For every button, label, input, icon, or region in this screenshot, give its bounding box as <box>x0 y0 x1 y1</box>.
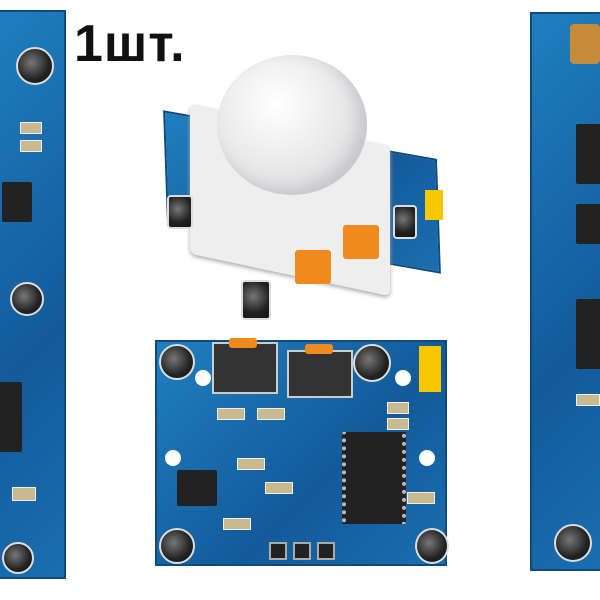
right-board-side-view <box>530 12 600 571</box>
capacitor <box>2 542 34 574</box>
chip <box>576 204 600 244</box>
potentiometer <box>287 350 353 398</box>
smd-component <box>12 487 36 501</box>
jumper <box>419 346 441 392</box>
capacitor <box>159 344 195 380</box>
potentiometer <box>570 24 600 64</box>
potentiometer <box>212 342 278 394</box>
header-pin <box>317 542 335 560</box>
smd-component <box>387 402 409 414</box>
smd-component <box>407 492 435 504</box>
smd-component <box>265 482 293 494</box>
mounting-hole <box>419 450 435 466</box>
capacitor <box>16 47 54 85</box>
smd-component <box>20 140 42 152</box>
header-pin <box>293 542 311 560</box>
capacitor <box>159 528 195 564</box>
quantity-label: 1шт. <box>74 15 186 73</box>
smd-component <box>257 408 285 420</box>
potentiometer <box>295 250 331 284</box>
voltage-regulator <box>177 470 217 506</box>
capacitor <box>393 205 417 239</box>
smd-component <box>217 408 245 420</box>
chip <box>2 182 32 222</box>
smd-component <box>237 458 265 470</box>
chip <box>576 299 600 369</box>
left-board-side-view <box>0 10 66 579</box>
ic-chip <box>342 432 406 524</box>
mounting-hole <box>165 450 181 466</box>
potentiometer <box>343 225 379 259</box>
jumper <box>425 190 443 220</box>
chip <box>0 382 22 452</box>
potentiometer-knob <box>229 338 257 348</box>
capacitor <box>167 195 193 229</box>
capacitor <box>353 344 391 382</box>
smd-component <box>20 122 42 134</box>
chip <box>576 124 600 184</box>
potentiometer-knob <box>305 344 333 354</box>
smd-component <box>387 418 409 430</box>
capacitor <box>241 280 271 320</box>
capacitor <box>10 282 44 316</box>
header-pin <box>269 542 287 560</box>
capacitor <box>554 524 592 562</box>
mounting-hole <box>195 370 211 386</box>
capacitor <box>415 528 449 564</box>
fresnel-dome <box>217 55 367 195</box>
mounting-hole <box>395 370 411 386</box>
pir-sensor-module-top <box>155 55 450 320</box>
smd-component <box>223 518 251 530</box>
pir-sensor-module-bottom <box>155 338 449 566</box>
smd-component <box>576 394 600 406</box>
